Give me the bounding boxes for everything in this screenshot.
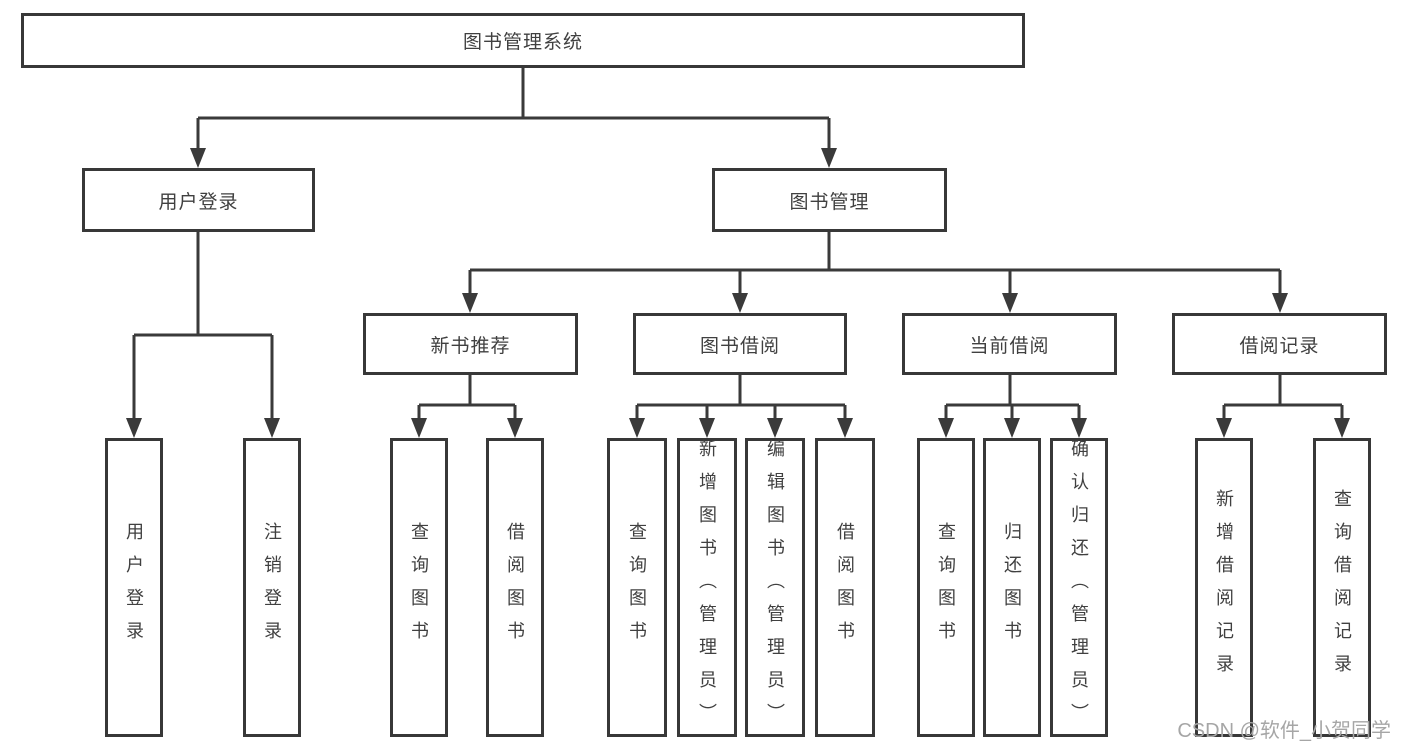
node-label: 当前借阅: [969, 335, 1050, 357]
node-label: 查询借阅记录: [1332, 488, 1352, 687]
node-book-management: 图书管理: [712, 168, 947, 232]
leaf-return-books: 归还图书: [983, 438, 1041, 737]
node-label: 查询图书: [936, 521, 956, 654]
node-label: 归还图书: [1002, 521, 1022, 654]
node-user-login: 用户登录: [82, 168, 315, 232]
node-label: 借阅图书: [505, 521, 525, 654]
node-label: 图书借阅: [699, 335, 780, 357]
leaf-logout: 注销登录: [243, 438, 301, 737]
leaf-query-books-2: 查询图书: [607, 438, 667, 737]
node-borrow-records: 借阅记录: [1172, 313, 1387, 375]
node-label: 新增图书（管理员）: [697, 439, 717, 736]
csdn-watermark: CSDN @软件_小贺同学: [1177, 720, 1391, 742]
leaf-confirm-return-admin: 确认归还（管理员）: [1050, 438, 1108, 737]
node-label: 注销登录: [262, 521, 282, 654]
leaf-query-borrow-record: 查询借阅记录: [1313, 438, 1371, 737]
node-label: 图书管理: [789, 191, 870, 213]
leaf-add-borrow-record: 新增借阅记录: [1195, 438, 1253, 737]
leaf-add-book-admin: 新增图书（管理员）: [677, 438, 737, 737]
node-label: 编辑图书（管理员）: [765, 439, 785, 736]
node-label: 新书推荐: [430, 335, 511, 357]
node-label: 用户登录: [124, 521, 144, 654]
node-label: 用户登录: [158, 191, 239, 213]
leaf-edit-book-admin: 编辑图书（管理员）: [745, 438, 805, 737]
leaf-borrow-books: 借阅图书: [486, 438, 544, 737]
node-label: 查询图书: [627, 521, 647, 654]
node-new-book-recommend: 新书推荐: [363, 313, 578, 375]
leaf-user-login: 用户登录: [105, 438, 163, 737]
node-library-management-system: 图书管理系统: [21, 13, 1025, 68]
node-current-borrow: 当前借阅: [902, 313, 1117, 375]
node-book-borrow: 图书借阅: [633, 313, 847, 375]
leaf-query-books: 查询图书: [390, 438, 448, 737]
node-label: 图书管理系统: [462, 32, 583, 53]
node-label: 确认归还（管理员）: [1069, 439, 1089, 736]
node-label: 借阅图书: [835, 521, 855, 654]
node-label: 查询图书: [409, 521, 429, 654]
leaf-query-books-3: 查询图书: [917, 438, 975, 737]
node-label: 借阅记录: [1239, 335, 1320, 357]
leaf-borrow-books-2: 借阅图书: [815, 438, 875, 737]
node-label: 新增借阅记录: [1214, 488, 1234, 687]
